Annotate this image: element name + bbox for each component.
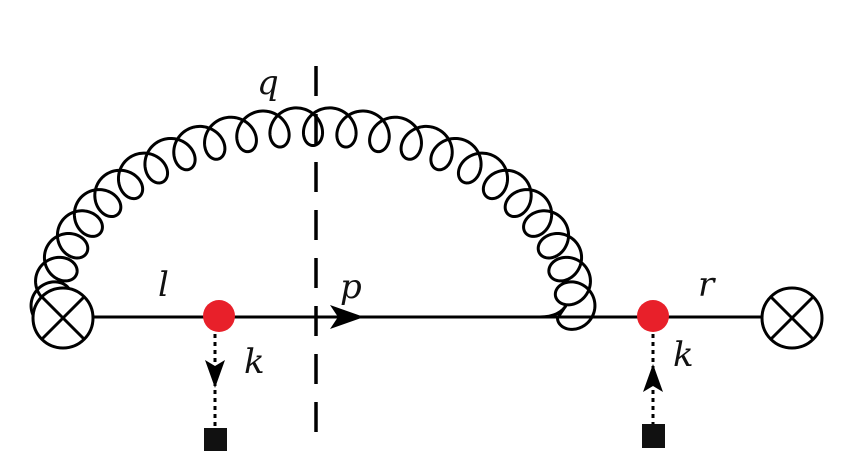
- label-k-left: k: [244, 342, 265, 382]
- right-source-square-icon: [642, 424, 665, 448]
- left-operator-icon: [31, 286, 95, 350]
- left-source-square-icon: [204, 428, 227, 451]
- right-vertex: [637, 300, 669, 332]
- right-up-arrow-icon: [643, 364, 663, 392]
- left-down-arrow-icon: [205, 360, 225, 388]
- label-k-right: k: [673, 335, 694, 375]
- right-operator-icon: [760, 286, 824, 350]
- label-q: q: [257, 63, 279, 103]
- label-l: l: [158, 265, 169, 305]
- label-p: p: [340, 267, 362, 307]
- fermion-arrow-icon: [330, 305, 364, 329]
- label-r: r: [698, 265, 716, 305]
- gluon-line: [29, 106, 597, 331]
- left-vertex: [203, 300, 235, 332]
